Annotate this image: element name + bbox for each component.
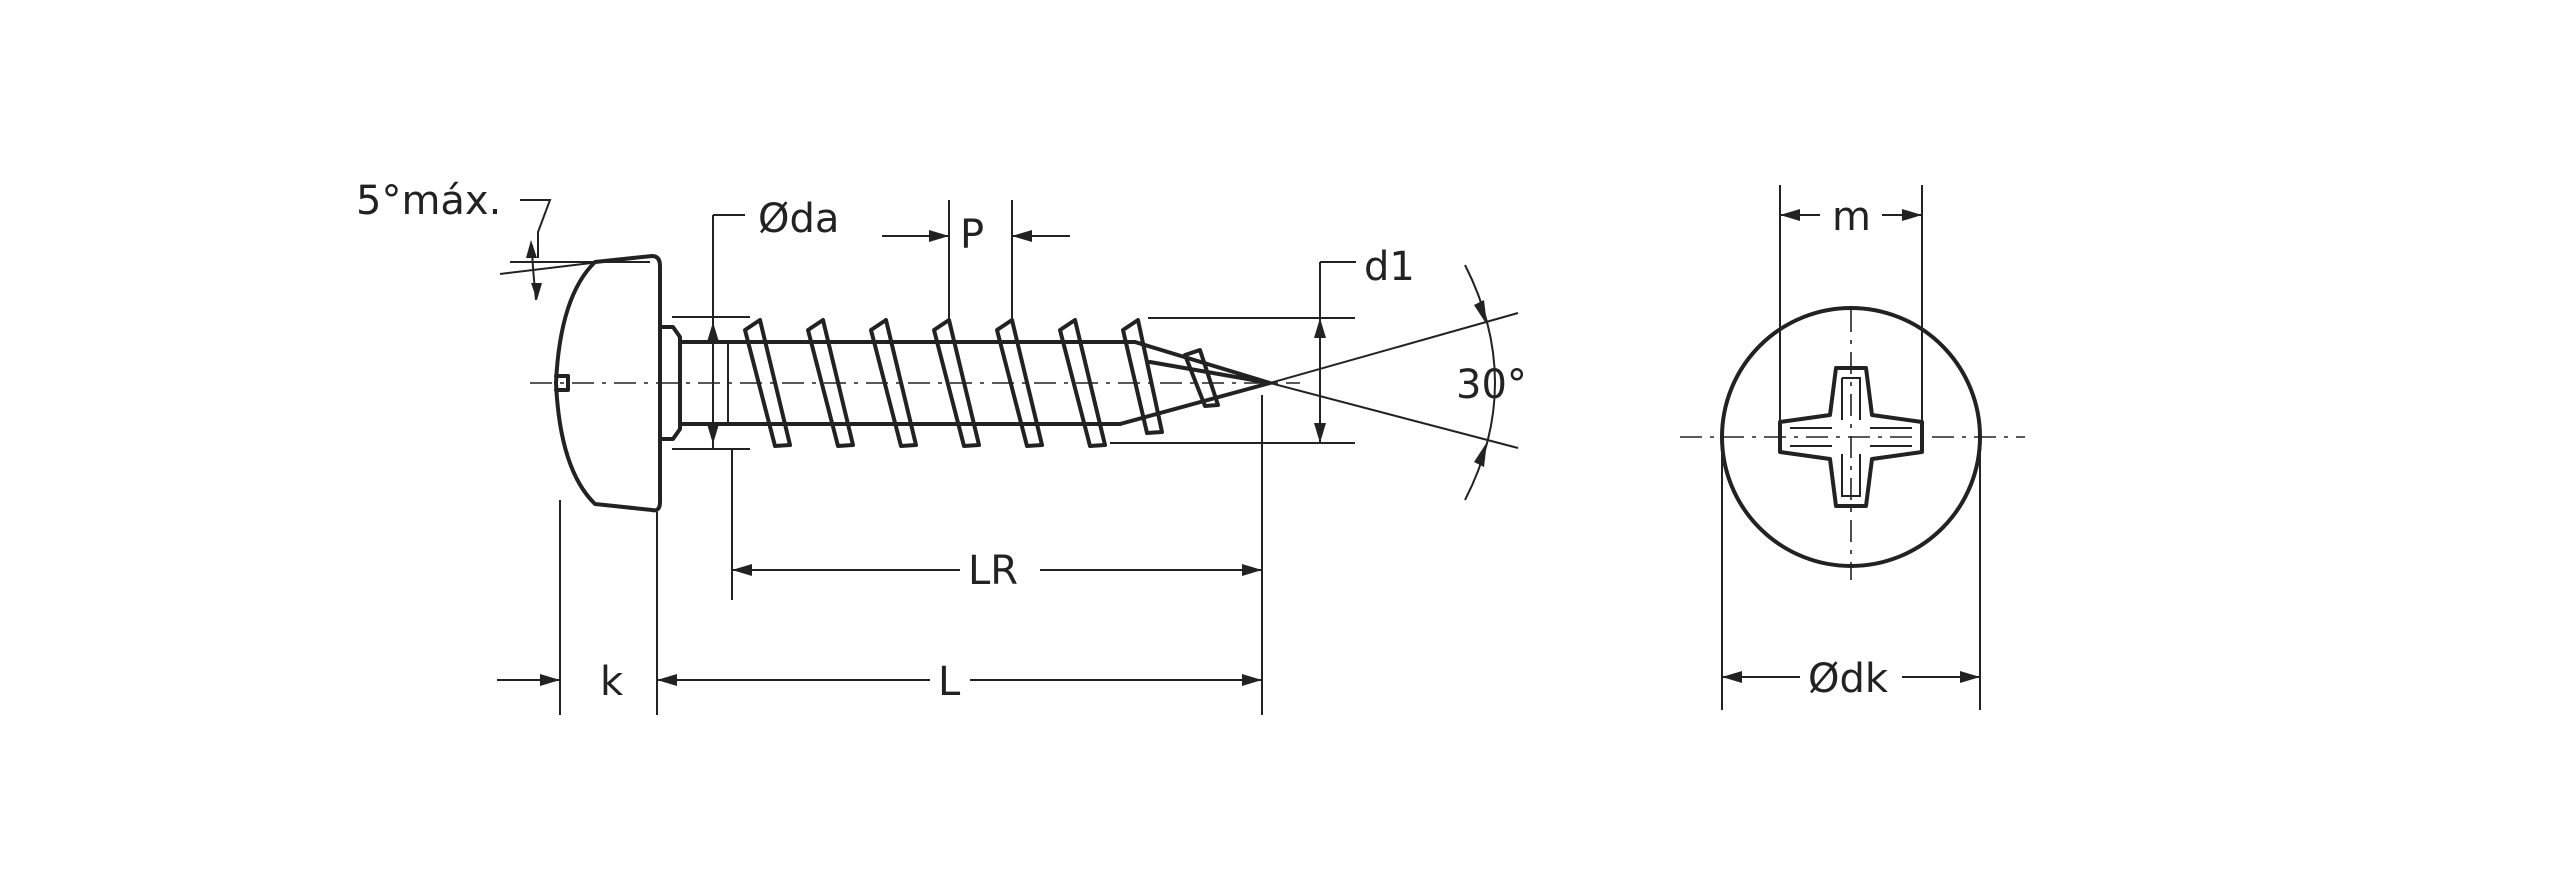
head-height-label: k [600, 659, 624, 705]
head-recess-notch [554, 374, 570, 392]
pitch-dimension: P [882, 200, 1070, 320]
root-diameter-dimension: Ødа [707, 196, 839, 450]
pitch-label: P [960, 212, 984, 258]
screw-neck [658, 325, 682, 441]
point-diameter-dimension: d1 [1314, 244, 1415, 443]
screw-top-view: m Ødk [1680, 185, 2025, 710]
length-label: L [938, 659, 961, 705]
thread-flanks [743, 318, 1220, 448]
thread-length-label: LR [968, 548, 1018, 594]
screw-side-view [530, 254, 1355, 513]
head-angle-annotation: 5°máx. [356, 178, 651, 301]
length-dimensions: k L [497, 500, 1262, 715]
root-diameter-label: Ødа [758, 196, 839, 242]
point-angle-dimension: 30° [1269, 264, 1527, 501]
screw-head [554, 254, 662, 513]
point-diameter-label: d1 [1364, 244, 1415, 290]
point-angle-label: 30° [1456, 362, 1527, 408]
angle-max-label: 5°máx. [356, 178, 501, 224]
head-diameter-label: Ødk [1808, 656, 1889, 702]
thread-length-dimension: LR [731, 395, 1263, 715]
recess-width-label: m [1832, 194, 1871, 240]
